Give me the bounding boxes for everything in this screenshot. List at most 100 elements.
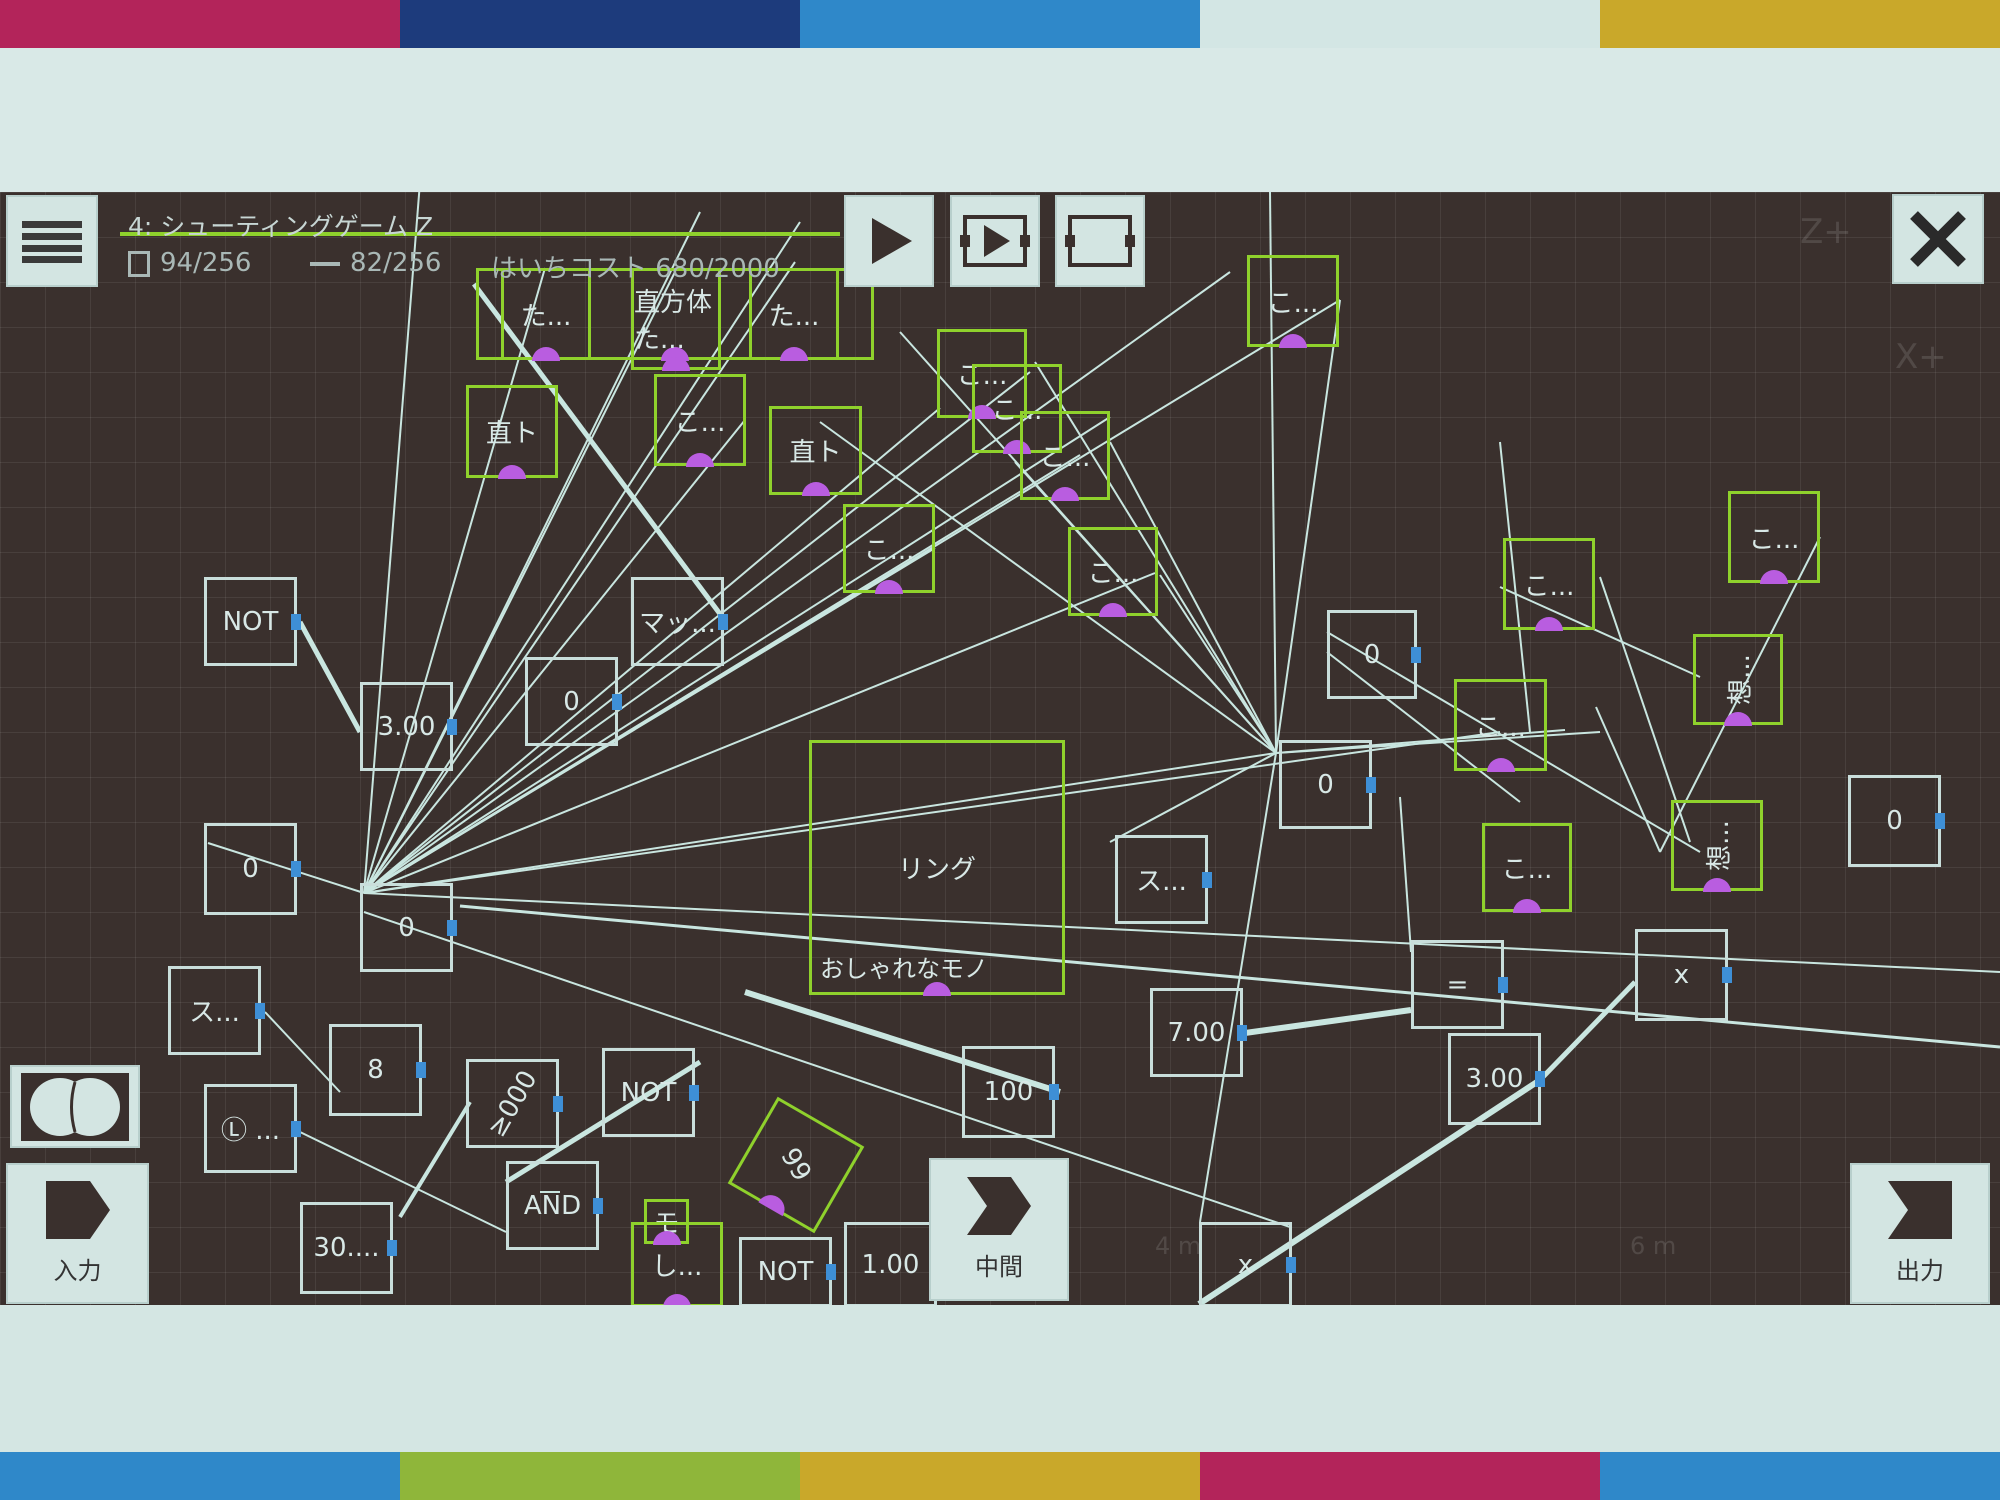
logic-node[interactable]: 0 [204, 823, 301, 915]
step-play-button[interactable] [950, 195, 1040, 287]
wire [1499, 441, 1531, 733]
logic-node[interactable]: 1.00 [844, 1222, 941, 1305]
node-label: 99 [774, 1143, 818, 1187]
wire [1014, 461, 1277, 754]
logic-node[interactable]: NOT [204, 577, 301, 666]
node-label: 30.... [313, 1233, 380, 1263]
object-node[interactable]: こ... [937, 329, 1027, 419]
object-node[interactable]: こ... [654, 374, 746, 467]
node-label: 1.00 [861, 1249, 920, 1280]
logic-node[interactable]: ≥000 [466, 1059, 563, 1148]
logic-node[interactable]: 0 [1279, 740, 1376, 829]
node-label: ス... [1136, 867, 1187, 897]
logic-node[interactable]: 0 [525, 657, 622, 746]
wire [363, 407, 941, 894]
logic-node[interactable]: 30.... [300, 1202, 397, 1294]
node-label: こ... [1267, 288, 1319, 319]
logic-node[interactable]: Ⓛ ... [204, 1084, 301, 1173]
node-label: こ... [1501, 855, 1553, 885]
venn-circles-icon [21, 1072, 129, 1141]
object-node[interactable]: こ... [1247, 255, 1339, 348]
object-node[interactable]: こ... [1454, 679, 1547, 772]
wire [1199, 752, 1277, 1223]
stop-frame-button[interactable] [1055, 195, 1145, 287]
object-node[interactable]: こ... [1482, 823, 1572, 913]
middle-palette-button[interactable]: 中間 [929, 1158, 1069, 1301]
node-label: こ... [1475, 712, 1526, 743]
node-label: こ... [1039, 443, 1091, 473]
bottom-color-stripe [0, 1452, 2000, 1500]
object-node[interactable]: こ... [843, 504, 935, 594]
node-label: 想... [1725, 654, 1756, 705]
stripe-segment [0, 1452, 400, 1500]
node-label: AND [523, 1190, 582, 1221]
title-underline [120, 232, 840, 236]
node-label: x [1673, 960, 1690, 990]
node-label: 0 [1317, 769, 1334, 800]
x-axis-label: X+ [1895, 337, 1947, 377]
logic-node[interactable]: x [1199, 1222, 1296, 1305]
logic-node[interactable]: 3.00 [1448, 1033, 1545, 1125]
wire [363, 911, 1291, 1228]
wire [363, 221, 801, 894]
object-node[interactable]: 想... [1693, 634, 1783, 726]
node-label: 7.00 [1167, 1017, 1226, 1048]
logic-node[interactable]: 7.00 [1150, 988, 1247, 1077]
output-palette-button[interactable]: 出力 [1850, 1163, 1990, 1304]
node-label: x [1237, 1249, 1254, 1280]
ring-object-node[interactable]: リング おしゃれなモノ [809, 740, 1065, 996]
object-node[interactable]: 想... [1671, 800, 1763, 892]
node-label: NOT [757, 1257, 814, 1287]
logic-node[interactable]: AND [506, 1161, 603, 1250]
top-panel [0, 48, 2000, 192]
node-label: 0 [1363, 639, 1381, 670]
wire [299, 1131, 507, 1233]
logic-node[interactable]: 100 [962, 1046, 1059, 1138]
object-node[interactable]: た... [749, 268, 839, 361]
wire [363, 211, 701, 894]
frame-stop-icon [1065, 215, 1135, 267]
hamburger-icon [22, 221, 82, 263]
logic-node[interactable]: 0 [1848, 775, 1945, 867]
chip-icon [128, 250, 150, 277]
logic-node[interactable]: 3.00 [360, 682, 457, 771]
z-axis-label: Z+ [1800, 212, 1852, 252]
object-node[interactable]: 直ト [769, 406, 862, 496]
object-node[interactable]: こ... [1503, 538, 1595, 631]
logic-node[interactable]: ス... [1115, 835, 1212, 924]
object-node[interactable]: た... [501, 268, 591, 361]
play-button[interactable] [844, 195, 934, 287]
node-label: 0 [563, 686, 580, 717]
logic-node[interactable]: NOT [739, 1237, 836, 1305]
object-node[interactable]: 直方体 た... [631, 268, 721, 371]
menu-button[interactable] [6, 195, 98, 287]
wire [1326, 631, 1701, 853]
venn-mode-button[interactable] [10, 1065, 140, 1148]
object-node[interactable]: し... [631, 1222, 723, 1305]
wire [1244, 1007, 1412, 1036]
node-label: こ... [1523, 571, 1575, 602]
logic-node[interactable]: ス... [168, 966, 265, 1055]
object-node[interactable]: こ... [1068, 527, 1158, 617]
logic-node[interactable]: 0 [360, 883, 457, 972]
wire [819, 421, 1277, 754]
input-palette-button[interactable]: 入力 [6, 1163, 149, 1304]
logic-node[interactable]: 8 [329, 1024, 426, 1116]
stripe-segment [1200, 0, 1600, 48]
object-node[interactable]: こ... [1728, 491, 1820, 584]
logic-node[interactable]: x [1635, 929, 1732, 1021]
logic-node[interactable]: 0 [1327, 610, 1421, 699]
object-node[interactable]: こ... [1020, 411, 1110, 501]
logic-node[interactable]: マッ... [631, 577, 728, 666]
node-label: 100 [983, 1077, 1034, 1107]
wire [1399, 796, 1412, 953]
node-label: し... [651, 1252, 703, 1282]
node-label: こ... [863, 536, 915, 566]
close-button[interactable] [1892, 194, 1984, 284]
node-label: 直ト [485, 419, 538, 449]
logic-node[interactable]: NOT [602, 1048, 699, 1137]
play-icon [872, 218, 912, 264]
object-node[interactable]: 直ト [466, 385, 558, 479]
logic-node[interactable]: = [1411, 940, 1508, 1029]
